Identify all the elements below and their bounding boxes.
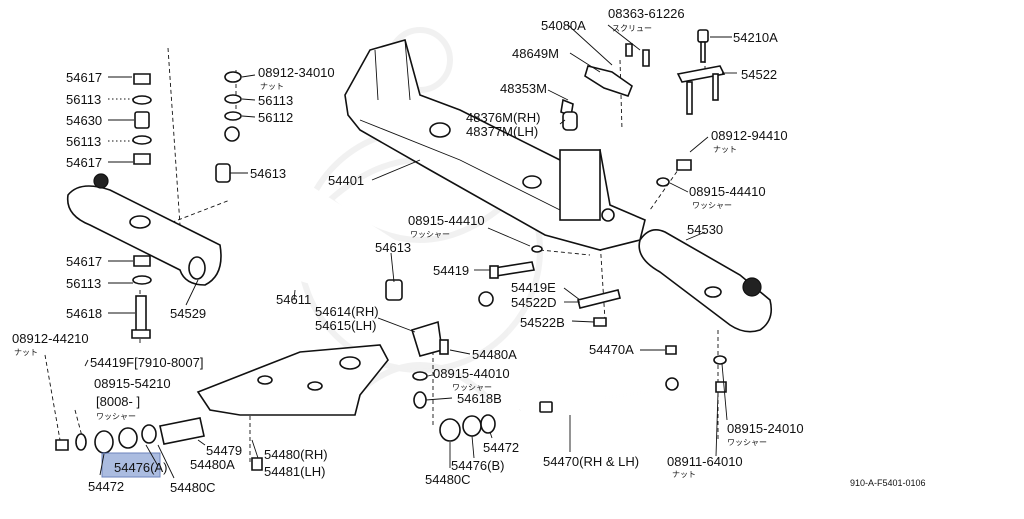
label-08915-44410-c-sub: ワッシャー xyxy=(410,230,450,239)
label-8008-sub: ワッシャー xyxy=(96,412,136,421)
label-56113-d: 56113 xyxy=(258,93,293,108)
label-56112: 56112 xyxy=(258,110,293,125)
label-54080a: 54080A xyxy=(541,18,586,33)
strut-bar xyxy=(519,377,679,413)
label-54615: 54615(LH) xyxy=(315,318,376,333)
reinforcement-plate xyxy=(196,344,389,416)
label-54419e: 54419E xyxy=(511,280,556,295)
label-08915-44410-r-sub: ワッシャー xyxy=(692,201,732,210)
label-08911-64010: 08911-64010 xyxy=(667,454,743,469)
label-54530: 54530 xyxy=(687,222,723,237)
label-08911-sub: ナット xyxy=(672,470,696,479)
label-56113-b: 56113 xyxy=(66,134,101,149)
left-nut-stack xyxy=(131,73,152,339)
label-54479: 54479 xyxy=(206,443,242,458)
highlight-54476a xyxy=(101,452,161,478)
center-hardware xyxy=(489,245,727,393)
crossmember xyxy=(344,39,646,251)
label-08363-sub: スクリュー xyxy=(612,24,652,33)
label-54419: 54419 xyxy=(433,263,469,278)
label-48353m: 48353M xyxy=(500,81,547,96)
label-54419f: 54419F[7910-8007] xyxy=(90,355,203,370)
label-08912-94410-sub: ナット xyxy=(713,145,737,154)
label-08915-44010: 08915-44010 xyxy=(433,366,510,381)
label-54529: 54529 xyxy=(170,306,206,321)
label-54614: 54614(RH) xyxy=(315,304,379,319)
stabilizer-bar xyxy=(215,71,494,307)
label-54472-l: 54472 xyxy=(88,479,124,494)
label-54613-l: 54613 xyxy=(250,166,286,181)
label-08915-44410-r: 08915-44410 xyxy=(689,184,766,199)
label-56113-a: 56113 xyxy=(66,92,101,107)
diagram-code: 910-A-F5401-0106 xyxy=(850,478,926,488)
label-48649m: 48649M xyxy=(512,46,559,61)
label-54210a: 54210A xyxy=(733,30,778,45)
label-54476a: 54476(A) xyxy=(114,460,167,475)
label-54618b: 54618B xyxy=(457,391,502,406)
label-54472-c: 54472 xyxy=(483,440,519,455)
label-54480c-l: 54480C xyxy=(170,480,216,495)
label-54480a-l: 54480A xyxy=(190,457,235,472)
label-08912-34010-sub: ナット xyxy=(260,82,284,91)
left-bushings xyxy=(55,417,263,471)
label-54480c-c: 54480C xyxy=(425,472,471,487)
label-54401: 54401 xyxy=(328,173,364,188)
label-08915-44410-c: 08915-44410 xyxy=(408,213,485,228)
label-54522d: 54522D xyxy=(511,295,557,310)
label-54470a: 54470A xyxy=(589,342,634,357)
label-48377m: 48377M(LH) xyxy=(466,124,538,139)
label-08915-24010-sub: ワッシャー xyxy=(727,438,767,447)
label-54480a-c: 54480A xyxy=(472,347,517,362)
label-54618: 54618 xyxy=(66,306,102,321)
label-08912-34010: 08912-34010 xyxy=(258,65,335,80)
label-08912-44210: 08912-44210 xyxy=(12,331,89,346)
left-control-arm xyxy=(66,173,222,286)
leader-lines xyxy=(84,24,737,479)
label-54522b: 54522B xyxy=(520,315,565,330)
label-08912-44210-sub: ナット xyxy=(14,348,38,357)
label-54613-c: 54613 xyxy=(375,240,411,255)
label-54617-c: 54617 xyxy=(66,254,102,269)
label-54630: 54630 xyxy=(66,113,102,128)
label-48376m: 48376M(RH) xyxy=(466,110,540,125)
label-08915-24010: 08915-24010 xyxy=(727,421,804,436)
label-54481: 54481(LH) xyxy=(264,464,325,479)
label-08915-54210: 08915-54210 xyxy=(94,376,171,391)
label-54611: 54611 xyxy=(276,292,311,307)
label-08363-61226: 08363-61226 xyxy=(608,6,685,21)
label-08912-94410: 08912-94410 xyxy=(711,128,788,143)
stabilizer-bracket xyxy=(411,320,449,381)
label-54476b: 54476(B) xyxy=(451,458,504,473)
label-08915-44010-sub: ワッシャー xyxy=(452,383,492,392)
label-8008: [8008- ] xyxy=(96,394,140,409)
part-labels: 54080A 08363-61226 スクリュー 54210A 48649M 5… xyxy=(12,6,926,495)
top-right-hardware xyxy=(560,29,726,187)
label-54617-a: 54617 xyxy=(66,70,102,85)
label-56113-c: 56113 xyxy=(66,276,101,291)
label-54480: 54480(RH) xyxy=(264,447,328,462)
label-54522: 54522 xyxy=(741,67,777,82)
right-control-arm xyxy=(638,229,773,333)
label-54470: 54470(RH & LH) xyxy=(543,454,639,469)
label-54617-b: 54617 xyxy=(66,155,102,170)
